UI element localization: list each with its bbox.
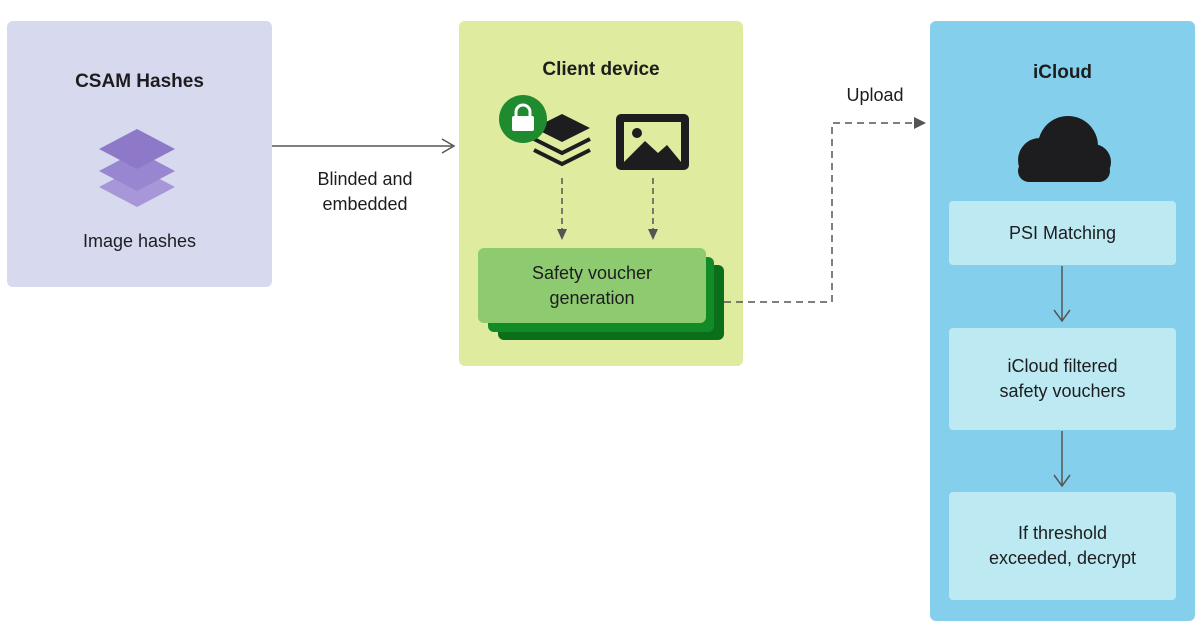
upload-label: Upload <box>846 85 904 105</box>
lock-icon <box>499 95 547 143</box>
image-icon <box>616 114 689 170</box>
image-hashes-label: Image hashes <box>82 231 197 251</box>
filtered-vouchers-box: iCloud filtered safety vouchers <box>949 328 1176 430</box>
safety-voucher-label: Safety voucher generation <box>531 262 653 308</box>
safety-voucher-generation-box: Safety voucher generation <box>478 248 706 323</box>
icloud-title: iCloud <box>1032 62 1093 83</box>
client-device-title: Client device <box>542 59 660 80</box>
layers-icon <box>533 114 591 167</box>
blinded-embedded-label: Blinded and embedded <box>317 169 413 214</box>
threshold-decrypt-box: If threshold exceeded, decrypt <box>949 492 1176 600</box>
psi-matching-box: PSI Matching <box>949 201 1176 265</box>
psi-matching-label: PSI Matching <box>1008 222 1117 243</box>
filtered-vouchers-label: iCloud filtered safety vouchers <box>999 356 1126 401</box>
csam-hashes-title: CSAM Hashes <box>75 71 204 92</box>
threshold-decrypt-label: If threshold exceeded, decrypt <box>988 523 1137 568</box>
